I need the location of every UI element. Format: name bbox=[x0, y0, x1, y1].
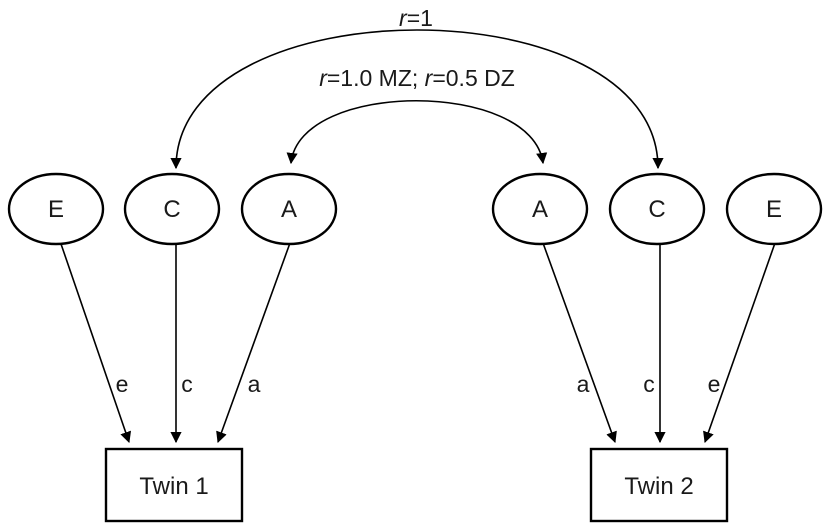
path-e-twin2 bbox=[703, 242, 776, 444]
svg-text:C: C bbox=[163, 196, 180, 223]
path-label-a-twin1: a bbox=[248, 371, 261, 397]
path-label-e-twin2: e bbox=[708, 371, 721, 397]
factor-a-twin1: A bbox=[240, 172, 338, 246]
path-label-c-twin1: c bbox=[181, 371, 193, 397]
path-e-twin1 bbox=[59, 240, 132, 444]
path-a-twin1 bbox=[216, 242, 291, 444]
path-a-twin2 bbox=[542, 242, 617, 444]
svg-text:A: A bbox=[281, 196, 297, 223]
correlation-arc-c bbox=[170, 29, 664, 170]
svg-text:Twin 1: Twin 1 bbox=[139, 473, 208, 500]
svg-text:E: E bbox=[48, 196, 64, 223]
svg-text:Twin 2: Twin 2 bbox=[624, 473, 693, 500]
correlation-label-c: r=1 bbox=[399, 5, 433, 31]
svg-text:A: A bbox=[532, 196, 548, 223]
factor-c-twin2: C bbox=[608, 172, 706, 246]
path-label-e-twin1: e bbox=[116, 371, 129, 397]
correlation-label-a: r=1.0 MZ; r=0.5 DZ bbox=[319, 65, 515, 91]
factor-c-twin1: C bbox=[123, 172, 221, 246]
path-label-c-twin2: c bbox=[643, 371, 655, 397]
twin1-box: Twin 1 bbox=[104, 447, 244, 523]
svg-text:E: E bbox=[766, 196, 782, 223]
factor-e-twin1: E bbox=[7, 172, 105, 246]
correlation-arc-a bbox=[286, 99, 548, 165]
twin2-box: Twin 2 bbox=[589, 447, 729, 523]
factor-a-twin2: A bbox=[491, 172, 589, 246]
factor-e-twin2: E bbox=[725, 172, 823, 246]
svg-text:C: C bbox=[648, 196, 665, 223]
path-label-a-twin2: a bbox=[577, 371, 590, 397]
